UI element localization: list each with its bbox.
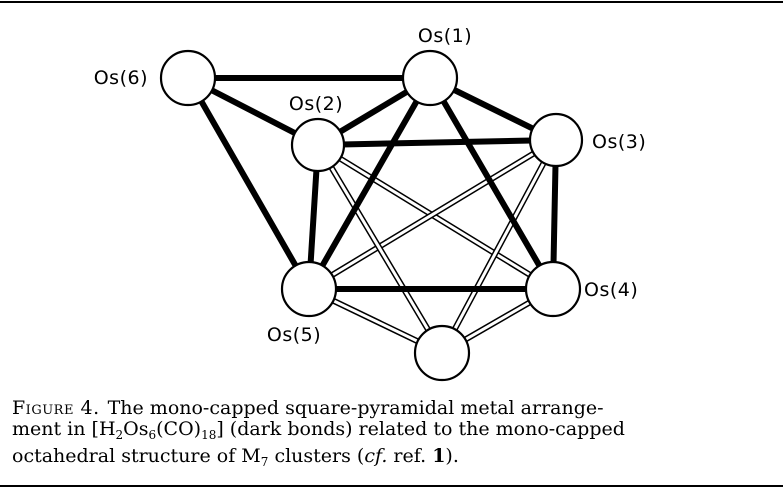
caption-line1-text: The mono-capped square-pyramidal metal a…: [107, 397, 604, 419]
top-rule: [0, 1, 783, 3]
atom-label-os4: Os(4): [584, 279, 638, 301]
atom-cap: [413, 324, 471, 382]
figure-caption: Figure 4. The mono-capped square-pyramida…: [12, 398, 772, 473]
figure-label: Figure 4.: [12, 397, 100, 419]
atom-os2: [290, 117, 346, 173]
caption-line3-prefix: octahedral structure of M: [12, 445, 261, 467]
atom-label-os2: Os(2): [289, 93, 343, 115]
caption-line2-suffix: ] (dark bonds) related to the mono-cappe…: [216, 418, 625, 440]
open-bond-os3-cap: [439, 138, 559, 355]
dark-bond-os1-os5: [306, 75, 433, 292]
caption-line-2: ment in [H2Os6(CO)18] (dark bonds) relat…: [12, 419, 772, 446]
subscript-m: 7: [260, 455, 269, 469]
caption-line3-end: ).: [445, 445, 459, 467]
atom-label-os1: Os(1): [418, 25, 472, 47]
bottom-rule: [0, 485, 783, 487]
open-bond-os2-os4: [316, 142, 555, 292]
atom-label-os5: Os(5): [267, 324, 321, 346]
atoms: [159, 49, 584, 382]
open-bonds: [307, 137, 559, 356]
dark-bond-os1-os4: [427, 75, 556, 292]
caption-line-3: octahedral structure of M7 clusters (cf.…: [12, 446, 772, 473]
dark-bond-os2-os3: [315, 137, 559, 148]
caption-cf: cf.: [364, 445, 388, 467]
open-bond-os2-cap: [315, 143, 445, 355]
caption-line3-mid: clusters (: [268, 445, 365, 467]
atom-os5: [280, 260, 338, 318]
atom-os4: [524, 260, 582, 318]
atom-label-os3: Os(3): [592, 131, 646, 153]
dark-bond-os6-os5: [185, 75, 312, 292]
subscript-h: 2: [115, 428, 124, 442]
caption-ref-number: 1: [432, 445, 446, 467]
caption-line-1: Figure 4. The mono-capped square-pyramida…: [12, 398, 772, 419]
subscript-co: 18: [201, 428, 217, 442]
cluster-diagram: Os(1) Os(2) Os(3) Os(4) Os(5) Os(6): [94, 25, 646, 382]
caption-co: (CO): [156, 418, 202, 440]
open-bond-os3-os5: [307, 137, 558, 292]
atom-os1: [401, 49, 459, 107]
caption-os: Os: [123, 418, 149, 440]
caption-line2-prefix: ment in [H: [12, 418, 116, 440]
atom-os6: [159, 49, 217, 107]
subscript-os: 6: [148, 428, 157, 442]
atom-label-os6: Os(6): [94, 67, 148, 89]
atom-os3: [528, 112, 584, 168]
caption-ref: ref.: [387, 445, 433, 467]
